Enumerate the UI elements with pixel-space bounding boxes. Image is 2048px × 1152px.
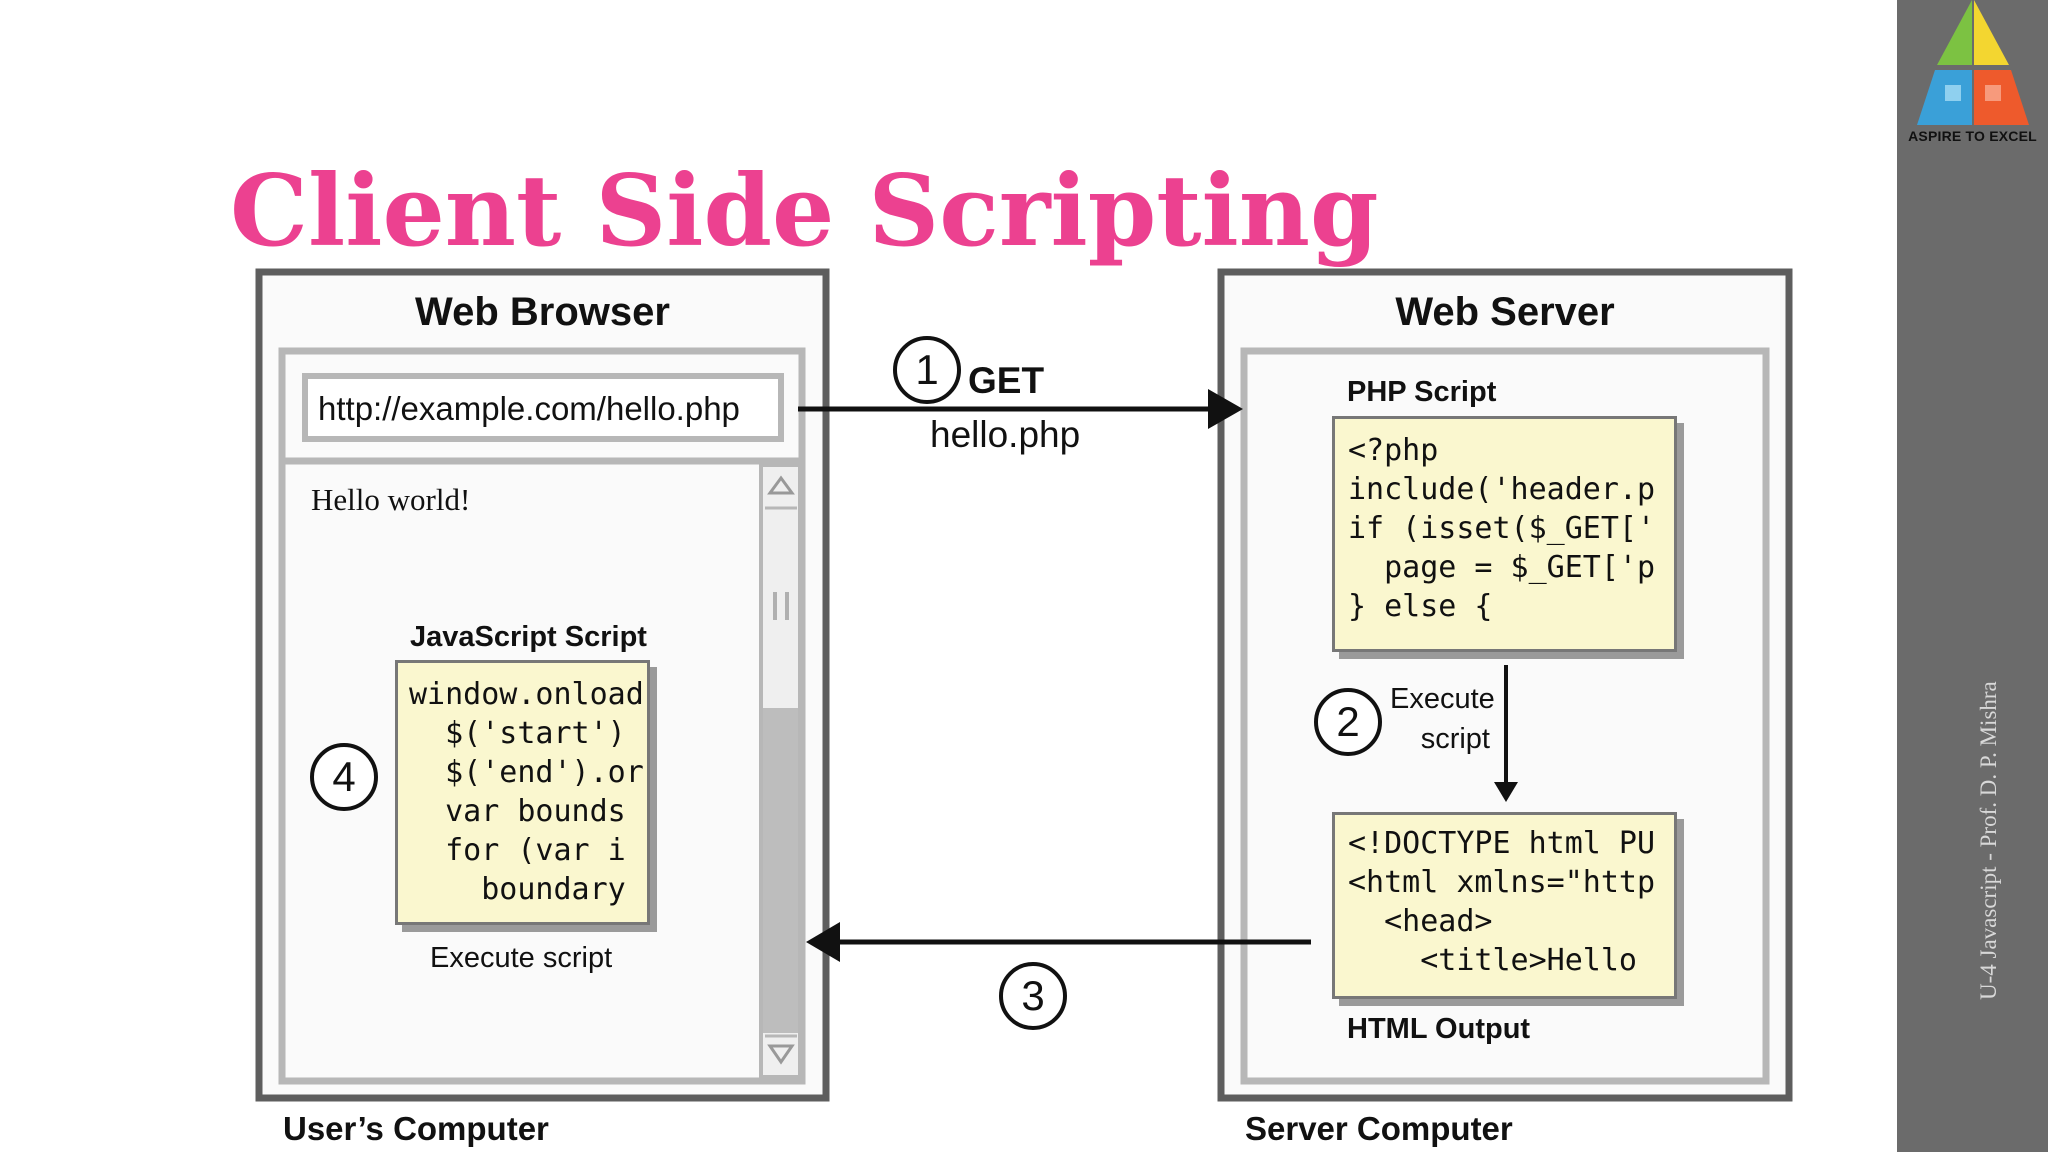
get-method-label: GET: [968, 360, 1045, 401]
code-line: $('start'): [409, 716, 626, 751]
js-code-box: window.onload $('start') $('end').or var…: [395, 660, 650, 925]
code-line: <head>: [1348, 904, 1493, 939]
logo-icon: [1917, 0, 2029, 125]
js-script-label: JavaScript Script: [410, 621, 647, 653]
code-line: <?php: [1348, 433, 1439, 468]
code-line: for (var i: [409, 833, 626, 868]
step-1-circle: 1: [893, 336, 961, 404]
step-4-circle: 4: [310, 743, 378, 811]
scroll-down-icon: [767, 1044, 795, 1065]
address-bar: [302, 373, 784, 442]
step-3-circle: 3: [999, 962, 1067, 1030]
code-line: window.onload: [409, 677, 644, 712]
page-content-text: Hello world!: [311, 482, 471, 517]
html-output-label: HTML Output: [1347, 1013, 1531, 1045]
sidebar: ASPIRE TO EXCEL: [1897, 0, 2048, 1152]
code-line: var bounds: [409, 794, 626, 829]
get-file-label: hello.php: [930, 414, 1081, 455]
browser-title: Web Browser: [415, 290, 670, 334]
code-line: page = $_GET['p: [1348, 550, 1656, 585]
php-code-box: <?php include('header.p if (isset($_GET[…: [1332, 416, 1677, 652]
step-2-circle: 2: [1314, 688, 1382, 756]
server-execute-label-line1: Execute: [1390, 683, 1495, 715]
code-line: <!DOCTYPE html PU: [1348, 826, 1656, 861]
php-script-label: PHP Script: [1347, 376, 1497, 408]
html-output-box: <!DOCTYPE html PU <html xmlns="http <hea…: [1332, 812, 1677, 999]
scrollbar-thumb: [763, 708, 798, 1033]
server-execute-label-line2: script: [1420, 723, 1490, 755]
slide-footer-caption: U-4 Javascript - Prof. D. P. Mishra: [1976, 681, 2001, 1000]
server-computer-label: Server Computer: [1245, 1110, 1513, 1147]
slide-title: Client Side Scripting: [230, 154, 1379, 269]
code-line: <title>Hello: [1348, 943, 1637, 978]
code-line: include('header.p: [1348, 472, 1656, 507]
logo-tagline: ASPIRE TO EXCEL: [1908, 128, 2037, 144]
code-line: if (isset($_GET[': [1348, 511, 1656, 546]
browser-execute-label: Execute script: [430, 942, 613, 974]
code-line: $('end').or: [409, 755, 644, 790]
code-line: boundary: [409, 872, 626, 907]
address-url: http://example.com/hello.php: [318, 390, 740, 427]
server-title: Web Server: [1395, 290, 1615, 334]
scroll-up-icon: [767, 475, 795, 495]
code-line: } else {: [1348, 589, 1493, 624]
code-line: <html xmlns="http: [1348, 865, 1656, 900]
users-computer-label: User’s Computer: [283, 1110, 549, 1147]
